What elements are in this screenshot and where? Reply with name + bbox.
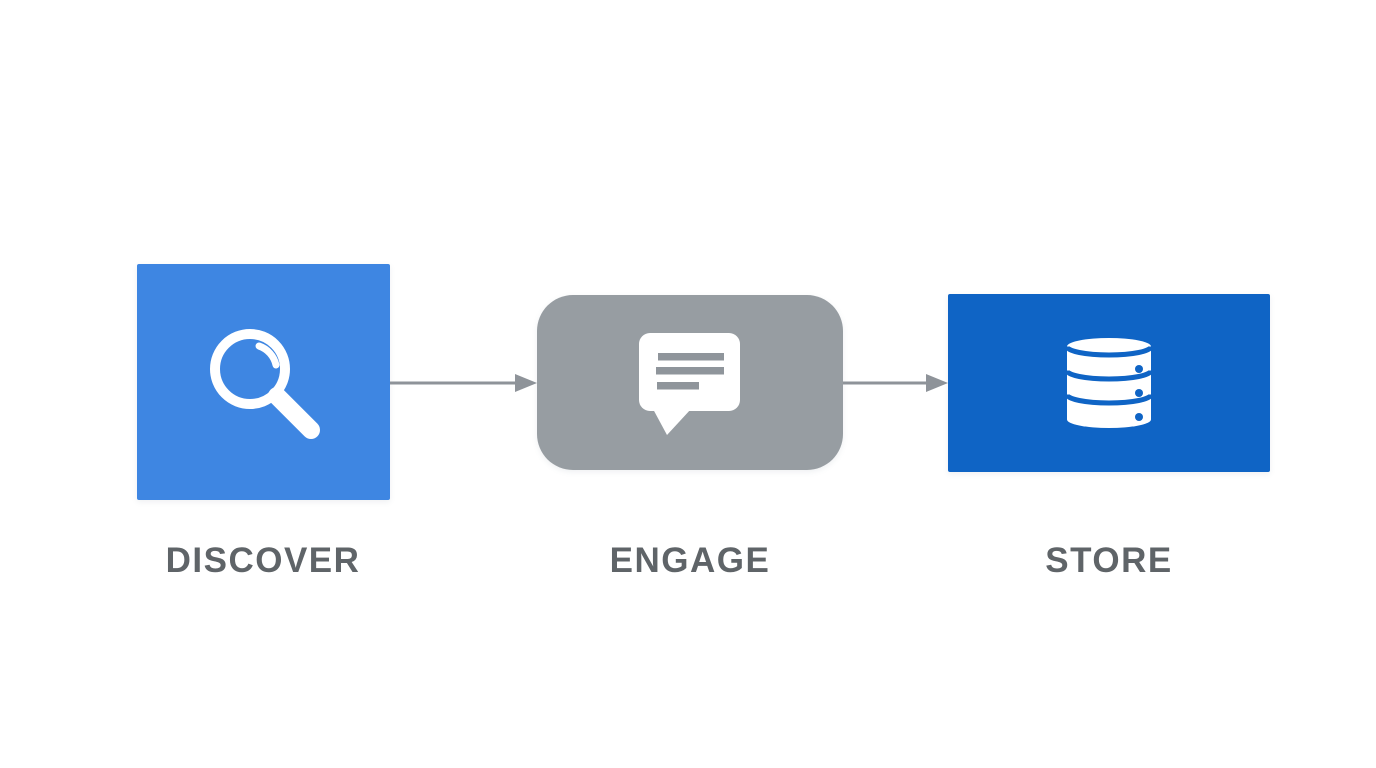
- database-icon: [1066, 337, 1152, 430]
- node-label-store: STORE: [1045, 541, 1173, 580]
- node-label-engage: ENGAGE: [609, 541, 771, 580]
- node-label-discover: DISCOVER: [165, 541, 361, 580]
- node-discover: [137, 264, 390, 500]
- arrow-discover-to-engage: [390, 371, 537, 395]
- search-icon: [202, 320, 326, 444]
- node-engage: [537, 295, 843, 470]
- arrow-engage-to-store: [843, 371, 948, 395]
- node-store: [948, 294, 1270, 472]
- speech-bubble-icon: [634, 329, 746, 437]
